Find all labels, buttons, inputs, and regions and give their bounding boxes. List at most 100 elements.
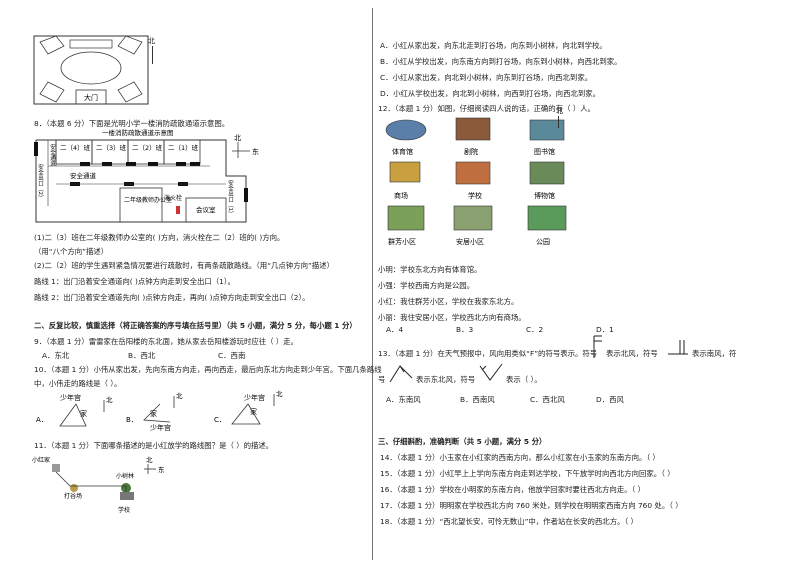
class-label: 二（3）班 <box>96 143 127 152</box>
home-label: 小红家 <box>32 456 50 464</box>
svg-text:北: 北 <box>176 392 183 400</box>
q9-option-b: B．西北 <box>128 351 156 360</box>
q13-stem-f: 表示（ ）。 <box>506 375 542 384</box>
exit1-label: 安全出口（1） <box>227 179 234 217</box>
judgment-item: 15．（本题 1 分）小红早上上学向东南方向走到达学校，下午放学时向西北方向回家… <box>380 469 675 478</box>
building-name: 体育馆 <box>392 147 413 156</box>
q12-statement: 小红：我住群芳小区，学校在我家东北方。 <box>378 297 519 306</box>
house-icon <box>52 464 60 472</box>
svg-text:C．: C． <box>214 416 226 424</box>
q8-route1: 路线 1：出门沿着安全通道向( )点钟方向走到安全出口（1）。 <box>34 277 235 286</box>
q8-part2: (2)二（2）班的学生遇到紧急情况要进行疏散时，有两条疏散路线。（用“几点钟方向… <box>34 261 334 270</box>
judgment-item: 16．（本题 1 分）学校在小明家的东南方向，他放学回家时要往西北方向走。（ ） <box>380 485 646 494</box>
q9-option-c: C．西南 <box>218 351 246 360</box>
park-icon <box>527 205 567 231</box>
q13-stem-a: 13．（本题 1 分）在天气预报中，风向用类似“F”的符号表示。符号 <box>378 349 598 358</box>
q10-figure-a: A． 少年宫 家 北 <box>36 393 113 427</box>
theater-icon <box>455 117 491 141</box>
stadium-icon <box>385 119 427 141</box>
column-divider <box>372 8 373 560</box>
q12-north-arrow: 北 <box>556 106 576 128</box>
judgment-item: 18．（本题 1 分）“西北望长安，可怜无数山”中，作者站在长安的西北方。（ ） <box>380 517 638 526</box>
extinguisher-label: 消火栓 <box>164 194 182 202</box>
class-label: 二（4）班 <box>60 143 91 152</box>
q13-option-d: D．西风 <box>596 395 624 404</box>
school-icon <box>120 492 134 500</box>
q11-option-c: C．小红从家出发，向北到小树林，向东到打谷场，向西北到家。 <box>380 73 593 82</box>
q12-option-d: D．1 <box>596 325 614 334</box>
building-name: 博物馆 <box>534 191 555 200</box>
building-name: 商场 <box>394 191 408 200</box>
northeast-wind-symbol-icon <box>389 365 413 383</box>
q9-option-a: A．东北 <box>42 351 70 360</box>
q11-route-map: 小红家 打谷场 小树林 学校 北 东 <box>32 456 165 514</box>
community-icon <box>387 205 425 231</box>
east-label: 东 <box>252 147 259 156</box>
q11-stem: 11．（本题 1 分）下面哪条描述的是小红放学的路线图？是（ ）的描述。 <box>34 441 274 450</box>
svg-text:少年宫: 少年宫 <box>60 393 81 402</box>
grain-field-label: 打谷场 <box>64 492 82 500</box>
q12-option-b: B．3 <box>456 325 474 334</box>
q10-stem: 10．（本题 1 分）小伟从家出发，先向东南方向走，再向西走，最后向东北方向走到… <box>34 365 382 374</box>
judgment-item: 14．（本题 1 分）小玉家在小红家的西南方向，那么小红家在小玉家的东南方向。（… <box>380 453 660 462</box>
q9-stem: 9．（本题 1 分）雷雷家在岳阳楼的东北面，她从家去岳阳楼游玩时应往（ ）走。 <box>34 337 299 346</box>
q11-option-a: A．小红从家出发，向东北走到打谷场，向东到小树林，向北到学校。 <box>380 41 607 50</box>
q13-stem-d: 号 <box>378 375 386 384</box>
q13-stem-b: 表示北风，符号 <box>606 349 658 358</box>
q11-option-b: B．小红从学校出发，向东南方向到打谷场，向东到小树林，向西北到家。 <box>380 57 622 66</box>
building-name: 图书馆 <box>534 147 555 156</box>
building-name: 剧院 <box>464 147 478 156</box>
fire-evacuation-map: 一楼消防疏散通道示意图 二（4）班 二（3）班 二（2）班 二（1）班 安全通道… <box>34 128 248 223</box>
q8-stem: 8．（本题 6 分）下面是光明小学一楼消防疏散通道示意图。 <box>34 119 230 128</box>
north-label: 北 <box>234 134 241 142</box>
q12-statement: 小强：学校西南方向是公园。 <box>378 281 475 290</box>
north-wind-symbol-icon <box>593 335 602 358</box>
q11-option-d: D．小红从学校出发，向北到小树林，向西到打谷场，向西北到家。 <box>380 89 601 98</box>
q12-stem: 12．（本题 1 分）如图，仔细阅读四人说的话，正确的有（ ）人。 <box>378 104 596 113</box>
svg-text:北: 北 <box>106 396 113 404</box>
svg-text:东: 东 <box>158 465 165 474</box>
building-name: 学校 <box>468 191 482 200</box>
office-label: 二年级教师办公室 <box>124 196 172 204</box>
q12-option-c: C．2 <box>526 325 544 334</box>
q13-option-b: B．西南风 <box>460 395 495 404</box>
svg-text:A．: A． <box>36 416 48 424</box>
q10-figure-b: B． 家 少年宫 北 <box>126 392 183 432</box>
grain-field-icon <box>70 484 78 492</box>
south-wind-symbol-icon <box>668 340 688 355</box>
map-title: 一楼消防疏散通道示意图 <box>102 128 174 137</box>
svg-text:少年宫: 少年宫 <box>150 423 171 432</box>
class-label: 二（2）班 <box>132 143 163 152</box>
q13-option-a: A．东南风 <box>386 395 421 404</box>
mall-icon <box>389 161 421 183</box>
meeting-room-label: 会议室 <box>196 205 216 214</box>
library-icon <box>529 119 565 141</box>
svg-text:北: 北 <box>276 390 283 398</box>
svg-text:家: 家 <box>80 409 87 418</box>
q13-stem-c: 表示南风，符 <box>692 349 737 358</box>
north-arrow-top: 北 <box>148 36 160 64</box>
svg-text:少年宫: 少年宫 <box>244 393 265 402</box>
q12-statement: 小明：学校东北方向有体育馆。 <box>378 265 482 274</box>
section2-heading: 二、反复比较，慎重选择（将正确答案的序号填在括号里）（共 5 小题，满分 5 分… <box>34 321 357 330</box>
q8-part1: (1)二（3）班在二年级教师办公室的( )方向，消火栓在二（2）班的( )方向。 <box>34 233 285 242</box>
q12-option-a: A．4 <box>386 325 404 334</box>
q10-stem2: 中，小伟走的路线是（ ）。 <box>34 379 122 388</box>
school-icon <box>455 161 491 185</box>
svg-text:家: 家 <box>250 407 257 416</box>
exit2-label: 安全出口（2） <box>37 163 44 201</box>
q13-stem-e: 表示东北风，符号 <box>416 375 476 384</box>
building-name: 公园 <box>536 238 550 246</box>
judgment-item: 17．（本题 1 分）明明家在学校西北方向 760 米处，则学校在明明家西南方向… <box>380 501 683 510</box>
class-label: 二（1）班 <box>168 143 199 152</box>
section3-heading: 三、仔细斟酌，准确判断（共 5 小题，满分 5 分） <box>378 437 547 446</box>
corridor-label: 安全通道 <box>70 171 97 180</box>
campus-map-figure: 大门 <box>33 35 149 105</box>
q13-option-c: C．西北风 <box>530 395 565 404</box>
building-name: 群芳小区 <box>388 237 416 246</box>
gate-label: 大门 <box>84 93 98 102</box>
school-label: 学校 <box>118 506 130 514</box>
north-label: 北 <box>148 37 155 45</box>
svg-text:北: 北 <box>146 456 153 464</box>
